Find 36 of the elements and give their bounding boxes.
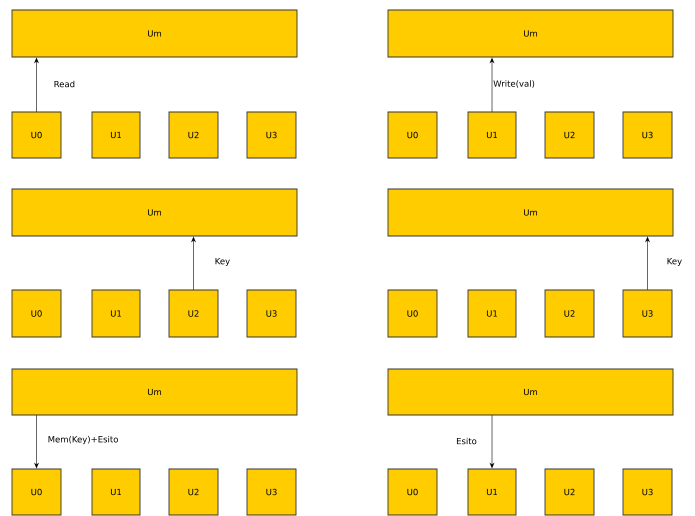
- unit-box: U2: [544, 468, 594, 516]
- unit-box: U0: [388, 112, 438, 158]
- unit-box: U1: [468, 290, 516, 338]
- unit-box: U2: [168, 468, 218, 516]
- unit-box: U1: [92, 112, 140, 158]
- memory-box: Um: [388, 368, 674, 416]
- unit-box: U3: [622, 290, 672, 338]
- edge-label: Key: [668, 258, 682, 266]
- unit-box: U0: [12, 290, 62, 338]
- memory-box: Um: [388, 188, 674, 236]
- unit-box: U1: [468, 112, 516, 158]
- memory-box: Um: [12, 10, 298, 58]
- edge-label: Write(val): [494, 80, 534, 88]
- unit-box: U2: [544, 112, 594, 158]
- edge-label: Mem(Key)+Esito: [48, 436, 118, 444]
- unit-box: U3: [246, 468, 296, 516]
- unit-box: U3: [246, 290, 296, 338]
- edge-label: Read: [54, 80, 74, 88]
- memory-box: Um: [388, 10, 674, 58]
- unit-box: U3: [622, 468, 672, 516]
- memory-box: Um: [12, 188, 298, 236]
- unit-box: U3: [622, 112, 672, 158]
- unit-box: U3: [246, 112, 296, 158]
- unit-box: U0: [388, 290, 438, 338]
- unit-box: U0: [12, 468, 62, 516]
- edge-label: Key: [216, 258, 230, 266]
- unit-box: U2: [544, 290, 594, 338]
- unit-box: U1: [92, 468, 140, 516]
- memory-box: Um: [12, 368, 298, 416]
- unit-box: U0: [12, 112, 62, 158]
- unit-box: U0: [388, 468, 438, 516]
- unit-box: U2: [168, 112, 218, 158]
- edge-label: Esito: [456, 438, 476, 444]
- unit-box: U1: [92, 290, 140, 338]
- unit-box: U1: [468, 468, 516, 516]
- unit-box: U2: [168, 290, 218, 338]
